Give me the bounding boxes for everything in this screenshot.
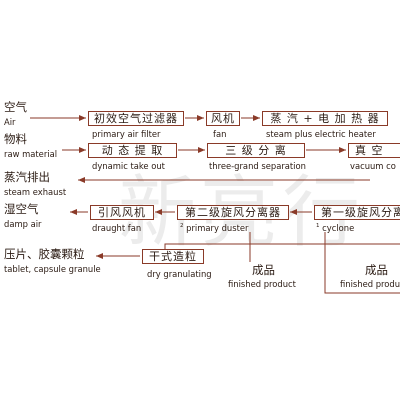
finished-product-1-zh: 成品 bbox=[252, 263, 275, 277]
air-input-label-en: Air bbox=[4, 117, 16, 127]
steam-exhaust-label-en: steam exhaust bbox=[4, 187, 67, 197]
granule-label-zh: 压片、胶囊颗粒 bbox=[4, 247, 85, 261]
finished-product-2-en: finished product bbox=[340, 279, 400, 289]
second-cyclone-en-text: primary duster bbox=[186, 223, 249, 233]
primary-air-filter-label-en: primary air filter bbox=[92, 129, 161, 139]
steam-exhaust-label-zh: 蒸汽排出 bbox=[4, 170, 50, 184]
dynamic-take-out-box: 动 态 提 取 bbox=[88, 143, 177, 158]
line-drop-product-2 bbox=[324, 232, 400, 294]
draught-fan-label-en: draught fan bbox=[92, 223, 142, 233]
vacuum-label-en: vacuum co bbox=[350, 161, 396, 171]
damp-air-label-zh: 湿空气 bbox=[4, 202, 39, 216]
dry-granulating-label-en: dry granulating bbox=[147, 269, 212, 279]
primary-air-filter-box: 初效空气过滤器 bbox=[88, 111, 184, 126]
material-input-label-zh: 物料 bbox=[4, 132, 27, 146]
first-cyclone-en-text: cyclone bbox=[322, 223, 355, 233]
dynamic-take-out-label-en: dynamic take out bbox=[92, 161, 165, 171]
material-input-label-en: raw material bbox=[4, 149, 58, 159]
first-cyclone-box: 第一级旋风分离 bbox=[314, 205, 400, 220]
second-cyclone-label-en: 2 primary duster bbox=[180, 223, 249, 233]
first-cyclone-label-en: 1 cyclone bbox=[316, 223, 355, 233]
damp-air-label-en: damp air bbox=[4, 219, 42, 229]
finished-product-2-zh: 成品 bbox=[365, 263, 388, 277]
finished-product-1-en: finished product bbox=[228, 279, 296, 289]
fan-label-en: fan bbox=[213, 129, 227, 139]
second-cyclone-box: 第二级旋风分离器 bbox=[177, 205, 289, 220]
draught-fan-box: 引风风机 bbox=[90, 205, 154, 220]
second-cyclone-sup: 2 bbox=[180, 223, 184, 230]
dry-granulating-box: 干式造粒 bbox=[142, 249, 204, 264]
steam-electric-heater-box: 蒸 汽 + 电 加 热 器 bbox=[262, 111, 388, 126]
first-cyclone-sup: 1 bbox=[316, 223, 320, 230]
fan-box: 风机 bbox=[206, 111, 240, 126]
three-grand-separation-box: 三 级 分 离 bbox=[207, 143, 305, 158]
vacuum-box: 真 空 bbox=[348, 143, 400, 158]
granule-label-en: tablet, capsule granule bbox=[4, 264, 101, 274]
three-grand-separation-label-en: three-grand separation bbox=[209, 161, 306, 171]
air-input-label-zh: 空气 bbox=[4, 100, 27, 114]
steam-electric-heater-label-en: steam plus electric heater bbox=[266, 129, 376, 139]
